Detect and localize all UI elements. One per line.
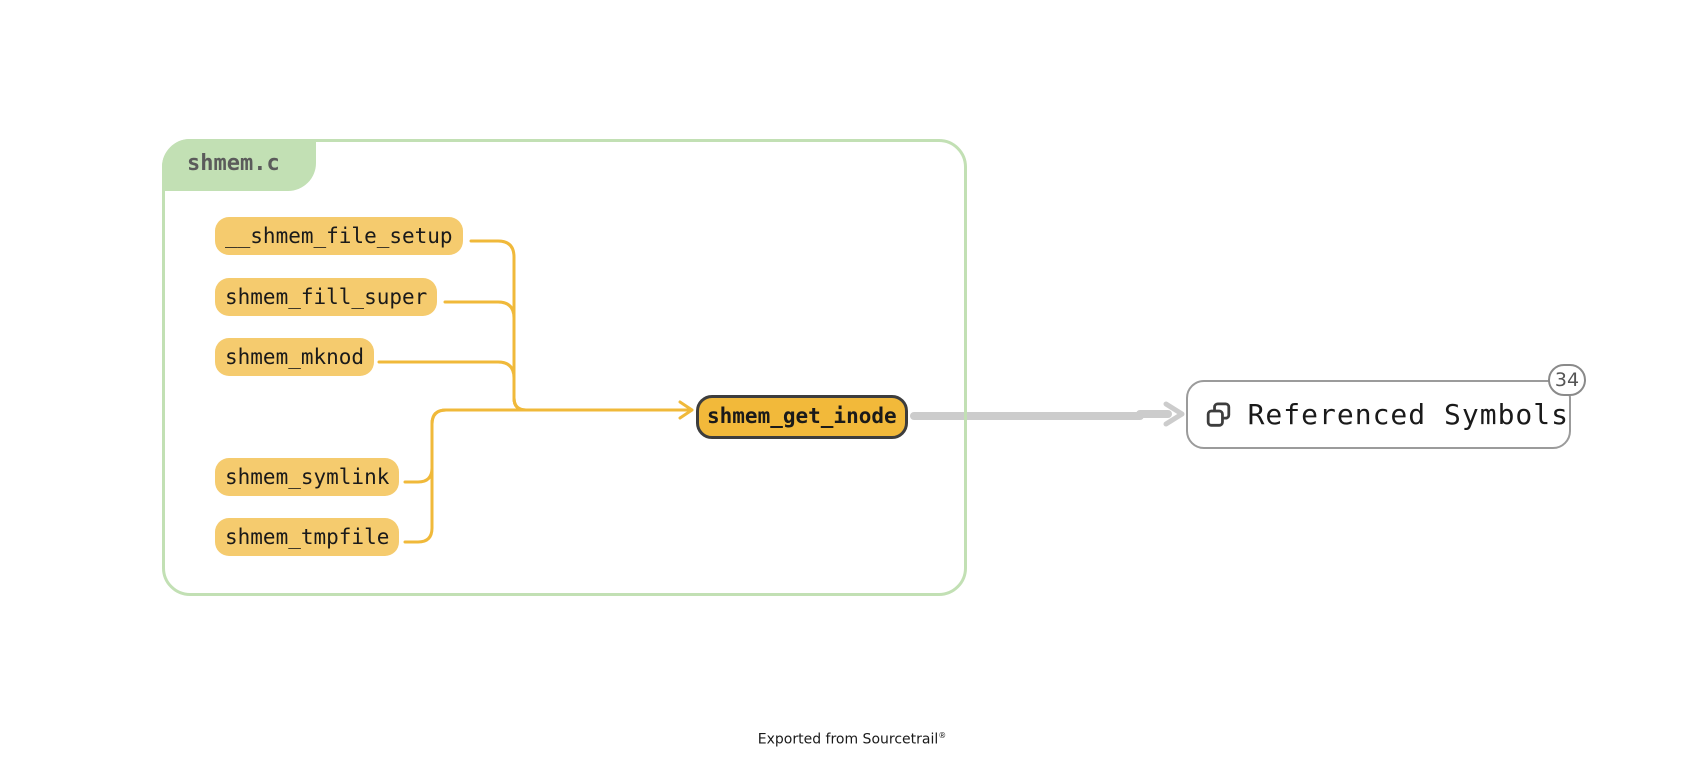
- call-arrowhead: [678, 400, 694, 420]
- function-node-shmem-tmpfile[interactable]: shmem_tmpfile: [215, 518, 400, 556]
- function-node-shmem-mknod[interactable]: shmem_mknod: [215, 338, 375, 376]
- referenced-count-badge: 34: [1548, 364, 1586, 396]
- registered-mark: ®: [938, 731, 947, 740]
- export-footer: Exported from Sourcetrail®: [0, 731, 1704, 748]
- reference-arrowhead: [1163, 401, 1185, 427]
- footer-text: Exported from Sourcetrail: [757, 731, 939, 748]
- file-group-title[interactable]: shmem.c: [162, 139, 316, 191]
- reference-edge: [910, 410, 1172, 420]
- function-node-shmem-symlink[interactable]: shmem_symlink: [215, 458, 400, 496]
- function-node-shmem-fill-super[interactable]: shmem_fill_super: [215, 278, 438, 316]
- function-node-shmem-file-setup[interactable]: __shmem_file_setup: [215, 217, 463, 255]
- call-edge-shmem-tmpfile: [403, 408, 692, 544]
- file-group-box: [162, 139, 967, 596]
- referenced-symbols-label: Referenced Symbols: [1247, 398, 1569, 431]
- focus-node-shmem-get-inode[interactable]: shmem_get_inode: [696, 395, 908, 439]
- referenced-symbols-icon: [1206, 402, 1231, 427]
- referenced-symbols-node[interactable]: Referenced Symbols: [1186, 380, 1571, 449]
